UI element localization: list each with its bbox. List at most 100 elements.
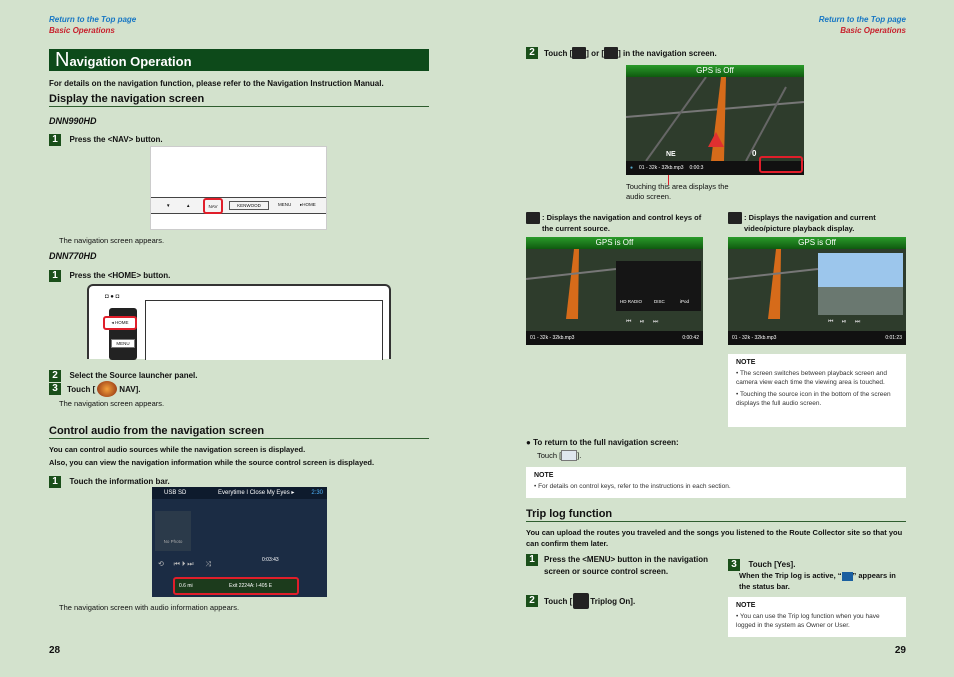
audio-status-bar[interactable]: 01 - 32k - 32kb.mp3 0:01:23	[728, 331, 906, 345]
trip-step-3-detail: When the Trip log is active, “” appears …	[739, 571, 896, 591]
ipod-label[interactable]: iPod	[680, 299, 690, 304]
album-art-placeholder: No Photo	[155, 511, 191, 551]
nav-with-video-screen: GPS is Off ⏮ ⏯ ⏭ 01 - 32k - 32kb.mp3 0:0…	[728, 237, 906, 345]
audio-control-row[interactable]: ⟲ ⏮ ⏵ ⏭ ⤨	[158, 561, 211, 568]
desc-text: : Displays the navigation and control ke…	[542, 213, 702, 233]
audio-screen-illustration: USB SD Everytime I Close My Eyes ▸ 2:30 …	[152, 487, 327, 597]
source-icon[interactable]: ●	[630, 165, 634, 171]
note-item: • Touching the source icon in the bottom…	[736, 391, 891, 407]
note-box-1: NOTE • The screen switches between playb…	[728, 354, 906, 427]
caption-audio-info: The navigation screen with audio informa…	[59, 603, 240, 612]
breadcrumb[interactable]: Basic Operations	[49, 26, 115, 35]
page-number-right: 29	[894, 645, 906, 656]
audio-paragraph-2: Also, you can view the navigation inform…	[49, 458, 375, 467]
menu-button[interactable]: MENU	[278, 202, 292, 207]
step-text-b: ] or [	[586, 48, 605, 58]
menu-button[interactable]: MENU	[111, 339, 135, 348]
step-press-nav: 1 Press the <NAV> button.	[49, 129, 163, 147]
step-text: Select the Source launcher panel.	[69, 371, 198, 380]
audio-track-title: Everytime I Close My Eyes ▸	[218, 490, 295, 496]
audio-time: 0:00:3	[689, 165, 704, 171]
step-number: 2	[526, 47, 538, 59]
navigation-screen-illustration: GPS is Off NE 0 ● 01 - 32k - 32kb.mp3 0:…	[626, 65, 804, 175]
ret-text-pre: Touch [	[537, 451, 562, 460]
desc-video: : Displays the navigation and current vi…	[728, 212, 908, 234]
trip-step-2: 2 Touch [ Triplog On].	[526, 593, 635, 609]
down-button[interactable]: ▼	[166, 203, 171, 208]
step-number: 2	[49, 370, 61, 382]
step-number: 3	[49, 383, 61, 395]
note-item: • For details on control keys, refer to …	[534, 483, 731, 490]
home-button[interactable]: ▸HOME	[300, 202, 316, 207]
step-text-pre: Touch [	[544, 596, 573, 606]
info-street: Exit 2224A: I-405 E	[229, 583, 273, 589]
note-box-2: NOTE • For details on control keys, refe…	[526, 467, 906, 498]
breadcrumb-right[interactable]: Basic Operations	[840, 26, 906, 35]
audio-time: 0:01:23	[885, 335, 902, 341]
step-text: Press the <HOME> button.	[69, 271, 171, 280]
title-initial: N	[55, 49, 70, 71]
hd-radio-label[interactable]: HD RADIO	[620, 299, 643, 304]
step-source-launcher: 2 Select the Source launcher panel.	[49, 365, 198, 383]
step-text-post: NAV].	[119, 384, 141, 394]
device-screen	[145, 300, 383, 360]
step-number: 1	[49, 476, 61, 488]
gps-status-bar: GPS is Off	[526, 237, 703, 249]
triplog-icon[interactable]	[573, 593, 590, 609]
top-page-link[interactable]: Return to the Top page	[49, 15, 137, 24]
nav-control-keys-icon	[526, 212, 540, 224]
note-heading: NOTE	[736, 602, 756, 609]
nav-app-icon[interactable]	[97, 381, 118, 397]
trip-step-3: 3 Touch [Yes].	[728, 554, 795, 572]
audio-file: 01 - 32k - 32kb.mp3	[639, 165, 684, 171]
nav-with-controls-screen: GPS is Off HD RADIO DISC iPod ⏮ ⏯ ⏭ 01 -…	[526, 237, 703, 345]
note-item: • The screen switches between playback s…	[736, 370, 888, 386]
note-heading: NOTE	[534, 472, 554, 479]
step-text-a: Touch [	[544, 48, 573, 58]
model-label-990: DNN990HD	[49, 116, 97, 126]
gps-status-bar: GPS is Off	[728, 237, 906, 249]
device-990hd-illustration: ▼ ▲ NAV KENWOOD MENU ▸HOME	[150, 146, 327, 230]
audio-status-bar[interactable]: 01 - 32k - 32kb.mp3 0:00:42	[526, 331, 703, 345]
step-text-pre: Touch [	[67, 384, 96, 394]
brand-label: KENWOOD	[229, 201, 269, 210]
device-770hd-illustration: ◘ ● ◘ ◂ HOME MENU	[87, 284, 391, 360]
audio-file: 01 - 32k - 32kb.mp3	[530, 335, 575, 341]
desc-control-keys: : Displays the navigation and control ke…	[526, 212, 706, 234]
step-number: 1	[526, 554, 538, 566]
step-number: 3	[728, 559, 740, 571]
triplog-status-icon	[841, 571, 853, 581]
step-text: Touch [Yes].	[748, 560, 796, 569]
up-button[interactable]: ▲	[186, 203, 191, 208]
nav-button[interactable]: NAV	[203, 198, 223, 214]
ret-text-post: ].	[577, 451, 582, 460]
nav-video-icon	[728, 212, 742, 224]
video-preview[interactable]	[818, 253, 903, 315]
return-instruction: Touch [ ].	[537, 450, 581, 461]
audio-file: 01 - 32k - 32kb.mp3	[732, 335, 777, 341]
step-touch-nav-buttons: 2 Touch [ ] or [ ] in the navigation scr…	[526, 47, 717, 59]
audio-source-label: USB SD	[164, 490, 187, 496]
trip-step-1: 1 Press the <MENU> button in the navigat…	[526, 554, 711, 578]
audio-clock: 2:30	[311, 490, 323, 496]
intro-text: For details on the navigation function, …	[49, 79, 384, 88]
return-instruction-title: ● To return to the full navigation scree…	[526, 438, 679, 447]
note-item: • You can use the Trip log function when…	[736, 613, 880, 629]
info-distance: 0.6 mi	[179, 583, 193, 589]
transport-controls[interactable]: ⏮ ⏯ ⏭	[828, 319, 861, 325]
model-label-770: DNN770HD	[49, 251, 97, 261]
nav-video-icon[interactable]	[604, 47, 619, 59]
top-page-link-right[interactable]: Return to the Top page	[818, 15, 906, 24]
step-number: 1	[49, 134, 61, 146]
gps-status-bar: GPS is Off	[626, 65, 804, 77]
home-button[interactable]: ◂ HOME	[103, 316, 137, 330]
audio-paragraph-1: You can control audio sources while the …	[49, 445, 306, 454]
nav-mode-buttons-highlight[interactable]	[759, 156, 803, 173]
full-nav-icon[interactable]	[561, 450, 578, 461]
disc-label[interactable]: DISC	[654, 299, 665, 304]
nav-control-keys-icon[interactable]	[572, 47, 587, 59]
step-text-post: Triplog On].	[590, 596, 636, 606]
transport-controls[interactable]: ⏮ ⏯ ⏭	[626, 319, 659, 325]
section-trip-log: Trip log function	[526, 508, 906, 522]
information-bar[interactable]: 0.6 mi Exit 2224A: I-405 E	[173, 577, 299, 595]
